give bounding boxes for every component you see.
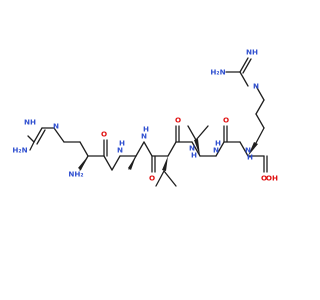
- amide-n-label: N: [213, 146, 219, 155]
- bond: [191, 141, 201, 157]
- bond: [27, 135, 35, 143]
- amide-h-label: H: [215, 139, 221, 148]
- nh2-label: NH₂: [68, 170, 83, 179]
- right-arginine-chain: [248, 85, 265, 156]
- bond: [255, 99, 265, 115]
- bond: [239, 141, 249, 157]
- bond: [53, 127, 65, 143]
- nh-label: NH: [24, 118, 36, 127]
- left-arginine-guanidine: [27, 127, 55, 151]
- bond: [255, 85, 265, 101]
- h2n-label: H₂N: [210, 68, 225, 77]
- valine1-isopropyl: [155, 156, 177, 187]
- bond: [128, 155, 137, 170]
- n-label: N: [53, 122, 59, 131]
- carbonyl-o-label: O: [175, 116, 181, 125]
- bond: [79, 141, 89, 157]
- amide-h-label: H: [191, 151, 197, 160]
- amide-n-label: N: [141, 132, 147, 141]
- bond: [187, 125, 197, 141]
- right-arginine-guanidine: [225, 57, 252, 87]
- carbonyl-o-label: O: [261, 174, 267, 183]
- bond: [195, 125, 209, 141]
- bond: [163, 170, 177, 187]
- amide-h-label: H: [119, 139, 125, 148]
- peptide-structure-diagram: NH H₂N N NH₂ N H O N H O N H O N H O N H…: [12, 48, 278, 187]
- alanine-methyl: [128, 155, 137, 170]
- bond: [29, 141, 35, 151]
- valine2-isopropyl: [187, 125, 209, 156]
- amide-n-label: N: [245, 146, 251, 155]
- stereo-wedge: [78, 156, 88, 170]
- carbonyl-o-label: O: [223, 116, 229, 125]
- bond: [239, 57, 249, 73]
- amide-n-label: N: [189, 144, 195, 153]
- bond: [111, 155, 121, 171]
- bond: [242, 58, 252, 74]
- bond: [255, 127, 265, 144]
- n-label: N: [253, 82, 259, 91]
- bond: [103, 155, 113, 171]
- bond: [36, 129, 46, 145]
- h2n-label: H₂N: [12, 146, 27, 155]
- bond: [167, 141, 177, 157]
- carbonyl-o-label: O: [149, 174, 155, 183]
- stereo-wedge: [194, 139, 200, 156]
- bond: [143, 141, 153, 157]
- stereo-wedge: [248, 142, 258, 156]
- nh-label: NH: [246, 48, 258, 57]
- amide-n-label: N: [117, 146, 123, 155]
- amide-h-label: H: [143, 125, 149, 134]
- bond: [255, 113, 265, 129]
- peptide-backbone: [103, 125, 268, 173]
- amide-h-label: H: [247, 153, 253, 162]
- bond: [135, 141, 145, 157]
- acid-oh-label: OH: [266, 174, 278, 183]
- bond: [33, 127, 43, 143]
- left-arginine-chain: [53, 127, 105, 171]
- carbonyl-o-label: O: [101, 130, 107, 139]
- bond: [155, 170, 165, 187]
- bond: [239, 71, 249, 87]
- stereo-wedge: [162, 156, 168, 171]
- bond: [215, 141, 225, 157]
